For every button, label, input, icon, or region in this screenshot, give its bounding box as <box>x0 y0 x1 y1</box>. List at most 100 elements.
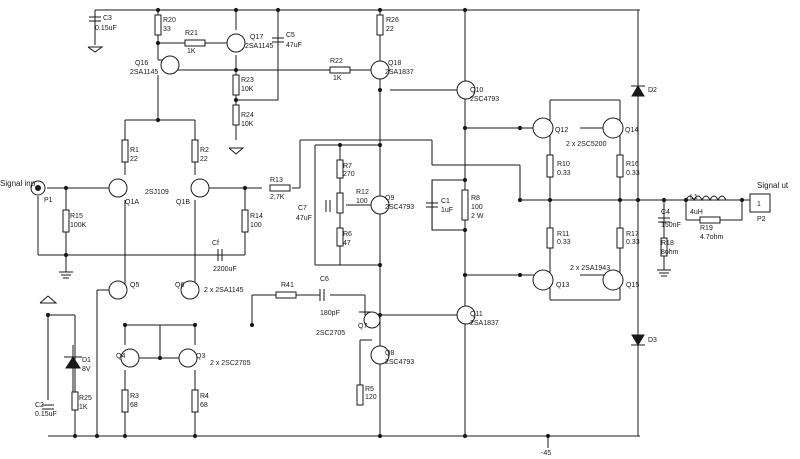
r5-ref: R5 <box>365 386 374 393</box>
q9-ref: Q9 <box>385 195 394 202</box>
l1-value: 4uH <box>690 209 703 216</box>
r23-value: 10K <box>241 86 254 93</box>
cf-value: 2200uF <box>213 266 237 273</box>
r6-ref: R6 <box>343 231 352 238</box>
q5-ref: Q5 <box>130 282 139 289</box>
r14-ref: R14 <box>250 213 263 220</box>
r22-ref: R22 <box>330 58 343 65</box>
r17-value: 0.33 <box>626 239 640 246</box>
r24-ref: R24 <box>241 112 254 119</box>
r14-value: 100 <box>250 222 262 229</box>
c2-value: 0.15uF <box>35 411 57 418</box>
r4-ref: R4 <box>200 393 209 400</box>
r11-value: 0.33 <box>557 239 571 246</box>
q8-value: 2SC4793 <box>385 359 414 366</box>
diode-symbols <box>64 85 645 392</box>
q4-ref: Q4 <box>116 353 125 360</box>
c7-ref: C7 <box>298 205 307 212</box>
r12-ref: R12 <box>356 189 369 196</box>
c2-ref: C2 <box>35 402 44 409</box>
d2-ref: D2 <box>648 87 657 94</box>
r21-value: 1K <box>187 48 196 55</box>
r16-value: 0.33 <box>626 170 640 177</box>
q5-q6-type: 2 x 2SA1145 <box>204 287 244 294</box>
c5-value: 47uF <box>286 42 302 49</box>
r15-value: 100K <box>70 222 87 229</box>
capacitor-symbols <box>42 16 670 410</box>
r26-ref: R26 <box>386 17 399 24</box>
q11-value: 2SA1837 <box>470 320 499 327</box>
q1a-ref: Q1A <box>125 199 139 206</box>
c1-value: 1uF <box>441 207 453 214</box>
q9-value: 2SC4793 <box>385 204 414 211</box>
q12-q14-type: 2 x 2SC5200 <box>566 141 607 148</box>
r13-ref: R13 <box>270 177 283 184</box>
r12-value: 100 <box>356 198 368 205</box>
q10-ref: Q10 <box>470 87 483 94</box>
r1-value: 22 <box>130 156 138 163</box>
r26-value: 22 <box>386 26 394 33</box>
q17-value: 2SA1145 <box>245 43 273 50</box>
c7-value: 47uF <box>296 215 312 222</box>
neg-supply-label: -45 <box>541 450 551 457</box>
r24-value: 10K <box>241 121 254 128</box>
q1b-ref: Q1B <box>176 199 190 206</box>
q16-ref: Q16 <box>135 60 148 67</box>
q18-value: 2SA1837 <box>385 69 414 76</box>
q18-ref: Q18 <box>388 60 401 67</box>
q1-type: 2SJ109 <box>145 189 169 196</box>
c4-ref: C4 <box>661 209 670 216</box>
r19-ref: R19 <box>700 225 713 232</box>
output-connector <box>749 193 771 213</box>
p2-ref: P2 <box>757 216 766 223</box>
q3-q4-type: 2 x 2SC2705 <box>210 360 251 367</box>
r1-ref: R1 <box>130 147 139 154</box>
input-label: Signal inp <box>0 179 36 188</box>
q17-ref: Q17 <box>250 34 263 41</box>
q15-ref: Q15 <box>626 282 639 289</box>
r20-value: 33 <box>163 26 171 33</box>
labels: C3 0.15uF R20 33 R21 1K Q17 2SA1145 C5 4… <box>0 15 789 457</box>
cf-ref: Cf <box>212 240 219 247</box>
r41-ref: R41 <box>281 282 294 289</box>
d1-value: 8V <box>82 366 91 373</box>
r8-rating: 2 W <box>471 213 484 220</box>
r3-value: 68 <box>130 402 138 409</box>
r17-ref: R17 <box>626 231 639 238</box>
r16-ref: R16 <box>626 161 639 168</box>
r2-ref: R2 <box>200 147 209 154</box>
r18-ref: R18 <box>661 240 674 247</box>
r7-ref: R7 <box>343 163 352 170</box>
r7-value: 270 <box>343 171 355 178</box>
r3-ref: R3 <box>130 393 139 400</box>
d1-ref: D1 <box>82 357 91 364</box>
r23-ref: R23 <box>241 77 254 84</box>
q11-ref: Q11 <box>470 311 483 318</box>
q6-ref: Q6 <box>175 282 184 289</box>
q7-value: 2SC2705 <box>316 330 345 337</box>
r21-ref: R21 <box>185 30 198 37</box>
input-connector <box>30 180 46 196</box>
q7-ref: Q7 <box>358 323 367 330</box>
r15-ref: R15 <box>70 213 83 220</box>
c4-value: 150nF <box>661 222 681 229</box>
c6-value: 180pF <box>320 310 340 317</box>
d3-ref: D3 <box>648 337 657 344</box>
r25-value: 1K <box>79 404 88 411</box>
r25-ref: R25 <box>79 395 92 402</box>
c1-ref: C1 <box>441 198 450 205</box>
r18-value: 8ohm <box>661 249 679 256</box>
output-pin: 1 <box>757 201 761 208</box>
ground-symbols <box>39 46 671 313</box>
q8-ref: Q8 <box>385 350 394 357</box>
q13-ref: Q13 <box>556 282 569 289</box>
p1-ref: P1 <box>44 197 53 204</box>
r11-ref: R11 <box>557 231 569 238</box>
q16-value: 2SA1145 <box>130 69 158 76</box>
r22-value: 1K <box>333 75 342 82</box>
inductor-l1 <box>685 195 727 202</box>
r10-ref: R10 <box>557 161 570 168</box>
transistor-symbols <box>108 33 624 368</box>
